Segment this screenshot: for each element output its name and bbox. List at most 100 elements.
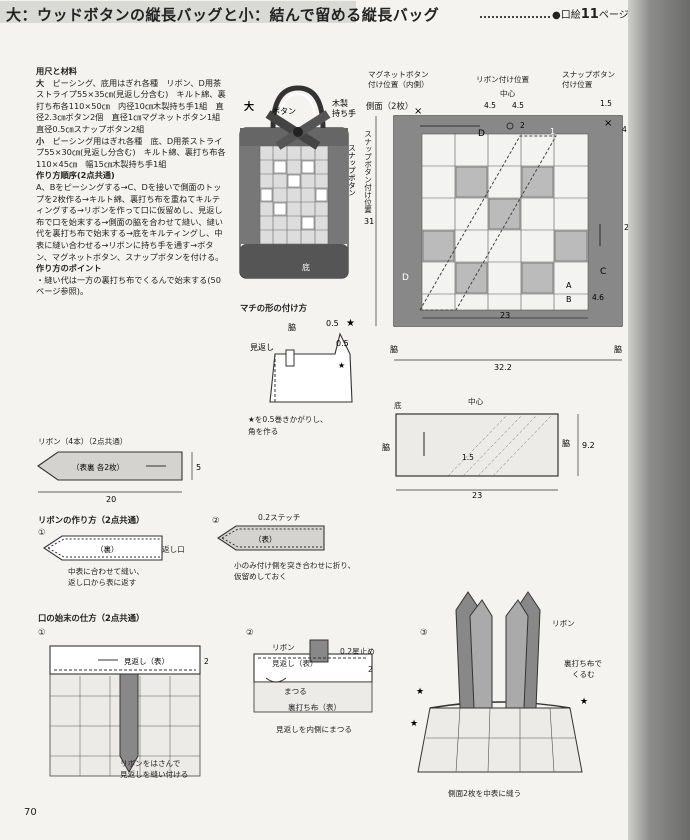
mouth1-d-2: 2 [204,657,209,666]
ref-number: 11 [580,7,599,22]
label-4-5-a: 4.5 [484,101,496,110]
materials-heading: 用尺と材料 [36,66,77,76]
side-panel-top-d [394,116,622,134]
bag-label-bottom: 底 [302,262,310,272]
bag-label-snap: スナップボタン [347,144,356,197]
label-side-left: 脇 [390,345,398,354]
ribbon-step2-note2: 仮留めしておく [234,572,287,581]
large-label: 大 [36,77,45,88]
mouth3-wrap-2: くるむ [572,670,595,679]
star-marker-icon-2: × [604,118,612,129]
ribbon-step-1-diagram: （裏） [43,535,163,561]
bag-illustration: ボタン 大 木製 持ち手 スナップボタン 底 [239,85,357,279]
ribbon-position-label: リボン付け位置 [476,75,530,84]
side-panel-grid [421,133,589,311]
title-band [0,1,356,23]
mouth1-note2: 見返しを縫い付ける [120,770,189,779]
machi-d1: 0.5 [326,319,339,328]
mouth2-facing-label: 見返し（表） [272,659,318,668]
mouth2-backing-label: 裏打ち布（表） [288,703,342,712]
bag-side-d [240,146,260,244]
ribbon-step1-seam [47,538,160,558]
ribbon-step1-ura: （裏） [96,544,119,554]
side-panel-right-c [588,134,622,310]
mouth3-rim [429,701,571,709]
dotted-leader [480,16,550,18]
ribbon-step2-stitch: 0.2ステッチ [258,513,301,522]
ribbon-d-5: 5 [196,463,201,472]
ribbon-d-20: 20 [106,495,116,504]
points-text: ・縫い代は一方の裏打ち布でくるんで始末する(50ページ参照)。 [36,274,221,297]
label-1-5: 1.5 [600,99,612,108]
bottom-center-label: 中心 [468,397,484,406]
mouth1-note1: リボンをはさんで [120,759,181,768]
method-heading: 作り方順序(2点共通) [36,170,115,181]
ribbon-step-2: ② [212,515,220,525]
magnet-label: マグネットボタン 付け位置（内側） [368,70,429,89]
label-d-left: D [402,273,409,283]
side-panel-diagonal [419,135,557,311]
machi-label-side: 脇 [288,323,296,332]
page-title: 大：ウッドボタンの縦長バッグと小：結んで留める縦長バッグ [6,6,440,24]
points-heading: 作り方のポイント [36,263,102,274]
mouth-step-2: ② [246,627,254,637]
machi-shape [269,332,353,403]
mouth3-ribbon-label: リボン [552,619,575,628]
mouth2-needle [265,677,287,683]
mouth-step-1: ① [38,627,46,637]
ribbon-part-diagram: （表裏 各2枚） 5 20 [37,451,201,504]
star-icon-4: ★ [410,719,418,729]
bottom-panel-diagram: 脇 脇 1.5 9.2 23 [382,413,595,498]
method-text: A、Bをピーシングする→C、Dを接いで側面のトップを2枚作る→キルト綿、裏打ち布… [36,181,224,262]
page-reference: ●口絵11ページ [552,6,629,22]
ribbon-step1-opening: 返し口 [162,545,185,554]
bag-label-size: 大 [244,100,254,113]
mouth2-ribbon-label: リボン [272,643,295,652]
ribbon-part-inner-label: （表裏 各2枚） [72,462,124,472]
mouth1-ribbon [119,673,139,774]
label-2: 2 [520,121,525,130]
snap-position-label: スナップボタン 付け位置 [562,70,616,89]
bottom-d-9-2: 9.2 [582,441,595,450]
bottom-label: 底 [394,401,402,410]
mouth2-note: 見返しを内側にまつる [276,725,352,734]
bag-ribbon-2 [275,110,331,150]
bottom-d-1-5: 1.5 [462,453,474,462]
star-icon-2: ★ [338,361,345,370]
label-side-right: 脇 [614,345,622,354]
bag-label-button: ボタン [272,107,296,116]
side-panel-left-c [394,134,422,310]
ribbon-step1-note1: 中表に合わせて縫い、 [68,567,144,576]
mouth2-backing [253,681,373,713]
bag-button-icon [293,127,303,137]
ribbon-part-shape [37,451,183,481]
label-1: 1 [550,127,555,136]
label-4-5-b: 4.5 [512,101,524,110]
bag-side-d2 [328,146,348,244]
machi-d2: 0.5 [336,339,349,348]
machi-note-1: ★を0.5巻きかがりし、 [248,415,328,424]
star-icon-5: ★ [580,697,588,707]
star-marker-icon: × [414,106,422,117]
bag-label-handle: 木製 [332,98,348,108]
mouth2-tack-label: 0.2星止め [340,647,375,656]
bag-handle-highlight [279,92,317,130]
mouth2-d-2: 2 [368,665,373,674]
label-23-right: 23 [624,223,628,232]
page-number: 70 [24,807,37,818]
star-icon-3: ★ [416,687,424,697]
mouth-step-3: ③ [420,627,428,637]
mouth3-body [417,707,583,773]
ribbon-step2-note1: 小のみ付け側を突き合わせに折り、 [234,561,356,570]
machi-diagram: 脇 0.5 0.5 見返し ★ ★ [250,318,355,403]
materials-large: 大 ピーシング、底用はぎれ各種 リボン、D用茶ストライプ55×35㎝(見返し分含… [36,77,228,136]
bag-label-handle-2: 持ち手 [332,108,356,118]
materials-small: 小 ピーシング用はぎれ各種 底、D用茶ストライプ55×30㎝(見返し分含む) キ… [36,136,226,171]
mouth2-matsuru: まつる [284,687,307,696]
label-31: 31 [364,217,374,226]
machi-tab [285,349,295,367]
mouth1-facing-label: 見返し（表） [124,656,169,666]
label-32-2: 32.2 [494,363,512,372]
bottom-d-23: 23 [472,491,482,498]
ribbon-step2-shape [217,525,325,551]
